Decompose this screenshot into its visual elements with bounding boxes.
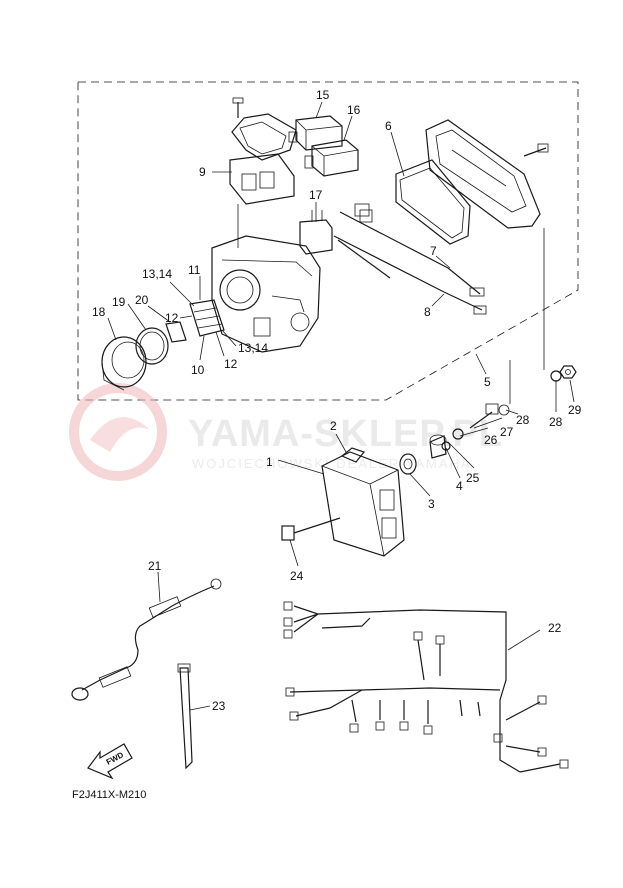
washer-28 — [550, 370, 562, 382]
callout-19: 19 — [112, 295, 126, 309]
callout-11: 11 — [188, 263, 201, 277]
callout-17: 17 — [309, 188, 323, 202]
leaders-upper — [107, 101, 545, 404]
terminal-block — [189, 299, 225, 337]
callout-4: 4 — [456, 479, 463, 493]
grommet-9 — [229, 153, 295, 205]
callout-8: 8 — [424, 305, 431, 319]
watermark-brand: YAMA-SKLEP.PL — [188, 413, 503, 455]
nut-29 — [559, 365, 577, 379]
leader-21 — [157, 571, 161, 603]
callout-12-b: 12 — [224, 357, 238, 371]
leader-23 — [189, 705, 211, 711]
callout-22: 22 — [548, 621, 562, 635]
callout-16: 16 — [347, 103, 361, 117]
bolt-27 — [469, 403, 510, 429]
ecu-box — [321, 447, 405, 557]
sensor-cable-21 — [71, 578, 222, 701]
callout-28: 28 — [549, 415, 563, 429]
callout-18: 18 — [92, 305, 106, 319]
leaders-lower — [277, 379, 575, 567]
part-17 — [299, 210, 333, 255]
callout-13-14-a: 13,14 — [142, 267, 172, 281]
electrical-box-housing — [211, 235, 321, 353]
washer-4 — [441, 441, 451, 451]
diagram-code: F2J411X-M210 — [72, 789, 146, 801]
callout-24: 24 — [290, 569, 304, 583]
callout-1: 1 — [266, 455, 273, 469]
callout-21: 21 — [148, 559, 162, 573]
callout-7: 7 — [430, 244, 437, 258]
leader-22 — [507, 629, 541, 651]
wire-harness-22 — [283, 601, 569, 773]
fwd-arrow-icon: FWD — [87, 743, 133, 780]
callout-9: 9 — [199, 165, 206, 179]
grommet-3 — [399, 453, 417, 475]
cable-7 — [339, 203, 485, 297]
callout-28b: 28 — [516, 413, 530, 427]
callout-25: 25 — [466, 471, 480, 485]
callout-27: 27 — [500, 425, 514, 439]
callout-13-14-b: 13,14 — [238, 341, 268, 355]
watermark-logo — [69, 383, 167, 481]
callout-3: 3 — [428, 497, 435, 511]
callout-29: 29 — [568, 403, 582, 417]
collar-25 — [429, 434, 447, 459]
cover-plate — [425, 119, 549, 229]
callout-5: 5 — [484, 375, 491, 389]
callout-6: 6 — [385, 119, 392, 133]
washer-26 — [452, 428, 464, 440]
relay-15 — [288, 115, 343, 151]
connector-20 — [165, 321, 187, 343]
callout-26: 26 — [484, 433, 498, 447]
callout-2: 2 — [330, 419, 337, 433]
cable-8 — [333, 209, 487, 315]
relay-16 — [304, 139, 359, 177]
o-ring-19 — [135, 327, 169, 365]
callout-15: 15 — [316, 88, 330, 102]
cable-tie-23 — [177, 663, 193, 770]
callout-12-a: 12 — [165, 311, 179, 325]
callout-10: 10 — [191, 363, 205, 377]
cap-18 — [101, 336, 147, 391]
bolt-24 — [281, 517, 341, 541]
watermark-sub: WOJCIECHOWSKI DEALER YAMAHA — [192, 456, 472, 471]
watermark-logo-swoosh — [90, 417, 150, 452]
assembly-boundary — [77, 81, 579, 401]
callout-20: 20 — [135, 293, 149, 307]
bracket — [231, 97, 297, 161]
callout-23: 23 — [212, 699, 226, 713]
